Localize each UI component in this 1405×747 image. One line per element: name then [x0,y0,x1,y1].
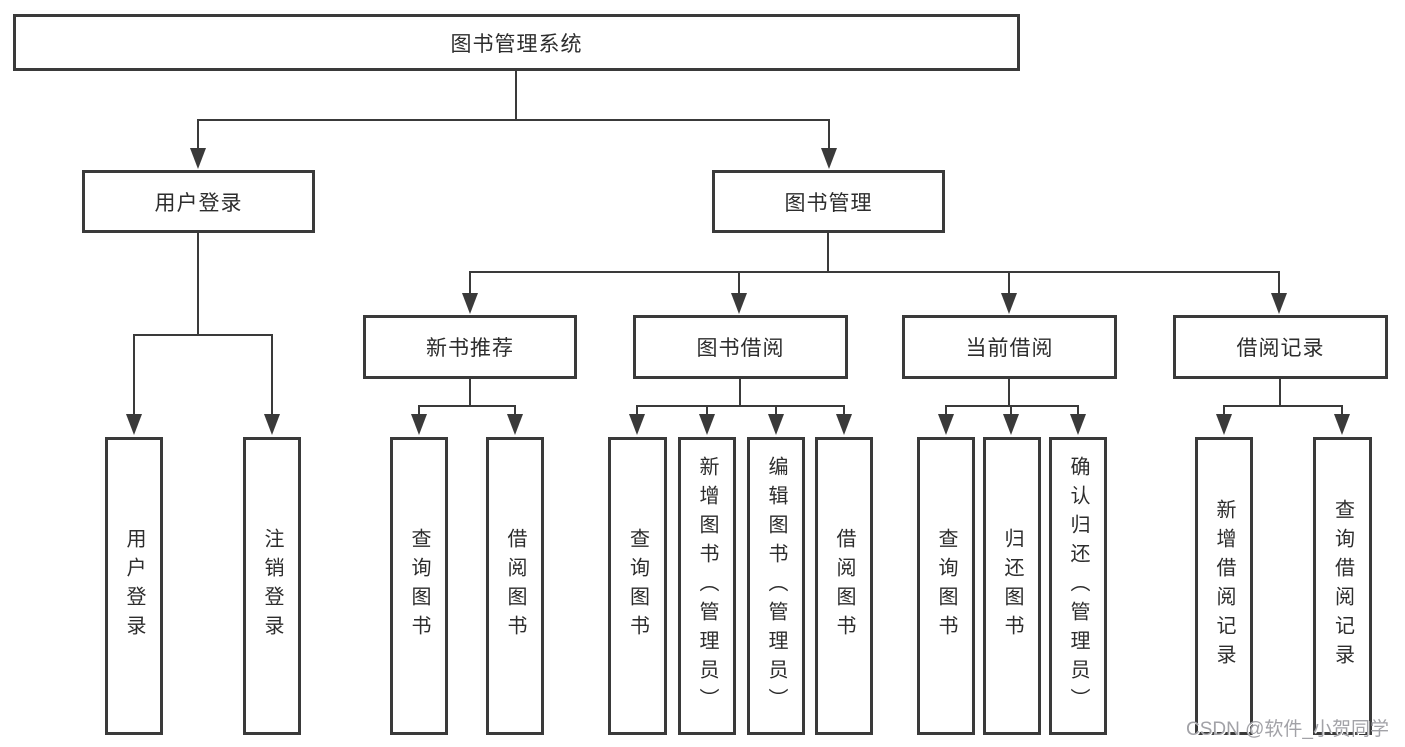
connector-book-borrow-horizontal [636,405,845,407]
arrow-down-icon [821,148,837,169]
connector-book-borrow-vertical [739,379,741,407]
node-label: 新增借阅记录 [1213,499,1235,673]
arrow-leaf [768,407,784,435]
node-label: 用户登录 [123,528,145,644]
node-label: 查询图书 [935,528,957,644]
leaf-current-query-books: 查询图书 [917,437,975,735]
arrow-to-borrow-records [1271,273,1287,314]
arrow-down-icon [768,414,784,435]
leaf-borrow-query-books: 查询图书 [608,437,667,735]
node-label: 新增图书（管理员） [696,455,718,717]
connector-user-login-horizontal [133,334,273,336]
connector-borrow-records-horizontal [1223,405,1343,407]
connector-new-book-horizontal [418,405,516,407]
arrow-to-user-login-leaf [126,336,142,435]
arrow-leaf [836,407,852,435]
arrow-leaf [1334,407,1350,435]
arrow-leaf [507,407,523,435]
arrow-leaf [629,407,645,435]
connector-book-management-horizontal [469,271,1280,273]
connector-borrow-records-vertical [1279,379,1281,407]
arrow-down-icon [1001,293,1017,314]
connector-current-borrow-horizontal [945,405,1079,407]
leaf-logout: 注销登录 [243,437,301,735]
arrow-down-icon [126,414,142,435]
node-user-login: 用户登录 [82,170,315,233]
leaf-recommend-query-books: 查询图书 [390,437,448,735]
arrow-leaf [1216,407,1232,435]
leaf-user-login: 用户登录 [105,437,163,735]
node-borrow-records: 借阅记录 [1173,315,1388,379]
arrow-to-current-borrow [1001,273,1017,314]
node-label: 编辑图书（管理员） [765,455,787,717]
arrow-leaf [411,407,427,435]
csdn-watermark: CSDN @软件_小贺同学 [1186,719,1389,740]
arrow-down-icon [190,148,206,169]
arrow-down-icon [1334,414,1350,435]
arrow-down-icon [1003,414,1019,435]
node-current-borrow: 当前借阅 [902,315,1117,379]
arrow-down-icon [1070,414,1086,435]
leaf-borrow-books: 借阅图书 [815,437,873,735]
node-label: 归还图书 [1001,528,1023,644]
node-label: 借阅图书 [833,528,855,644]
node-label: 注销登录 [261,528,283,644]
arrow-down-icon [507,414,523,435]
arrow-leaf [938,407,954,435]
node-label: 确认归还（管理员） [1067,455,1089,717]
arrow-down-icon [1216,414,1232,435]
connector-new-book-vertical [469,379,471,407]
node-label: 用户登录 [154,191,243,215]
leaf-recommend-borrow-books: 借阅图书 [486,437,544,735]
arrow-down-icon [1271,293,1287,314]
arrow-down-icon [699,414,715,435]
node-library-management-system: 图书管理系统 [13,14,1020,71]
leaf-confirm-return-admin: 确认归还（管理员） [1049,437,1107,735]
arrow-to-logout-leaf [264,336,280,435]
node-label: 借阅记录 [1236,337,1325,360]
node-label: 查询图书 [626,528,649,644]
arrow-leaf [699,407,715,435]
connector-book-management-vertical [827,233,829,273]
arrow-to-new-book-recommend [462,273,478,314]
leaf-return-books: 归还图书 [983,437,1041,735]
leaf-query-borrow-record: 查询借阅记录 [1313,437,1372,735]
arrow-down-icon [462,293,478,314]
leaf-edit-books-admin: 编辑图书（管理员） [747,437,805,735]
leaf-add-borrow-record: 新增借阅记录 [1195,437,1253,735]
node-new-book-recommend: 新书推荐 [363,315,577,379]
node-label: 借阅图书 [504,528,526,644]
node-label: 图书管理系统 [450,32,583,56]
arrow-down-icon [629,414,645,435]
arrow-leaf [1070,407,1086,435]
node-label: 查询图书 [408,528,430,644]
node-book-management: 图书管理 [712,170,945,233]
leaf-add-books-admin: 新增图书（管理员） [678,437,736,735]
connector-user-login-vertical [197,233,199,336]
arrow-down-icon [731,293,747,314]
node-label: 图书借阅 [696,337,785,360]
connector-root-horizontal [197,119,830,121]
node-book-borrow: 图书借阅 [633,315,848,379]
arrow-leaf [1003,407,1019,435]
arrow-down-icon [411,414,427,435]
node-label: 查询借阅记录 [1331,499,1354,673]
arrow-down-icon [264,414,280,435]
connector-current-borrow-vertical [1008,379,1010,407]
connector-root-vertical [515,70,517,121]
arrow-to-book-management [821,120,837,169]
node-label: 当前借阅 [965,337,1054,360]
arrow-down-icon [836,414,852,435]
arrow-to-user-login [190,120,206,169]
node-label: 新书推荐 [426,337,514,360]
arrow-down-icon [938,414,954,435]
node-label: 图书管理 [784,191,873,215]
arrow-to-book-borrow [731,273,747,314]
